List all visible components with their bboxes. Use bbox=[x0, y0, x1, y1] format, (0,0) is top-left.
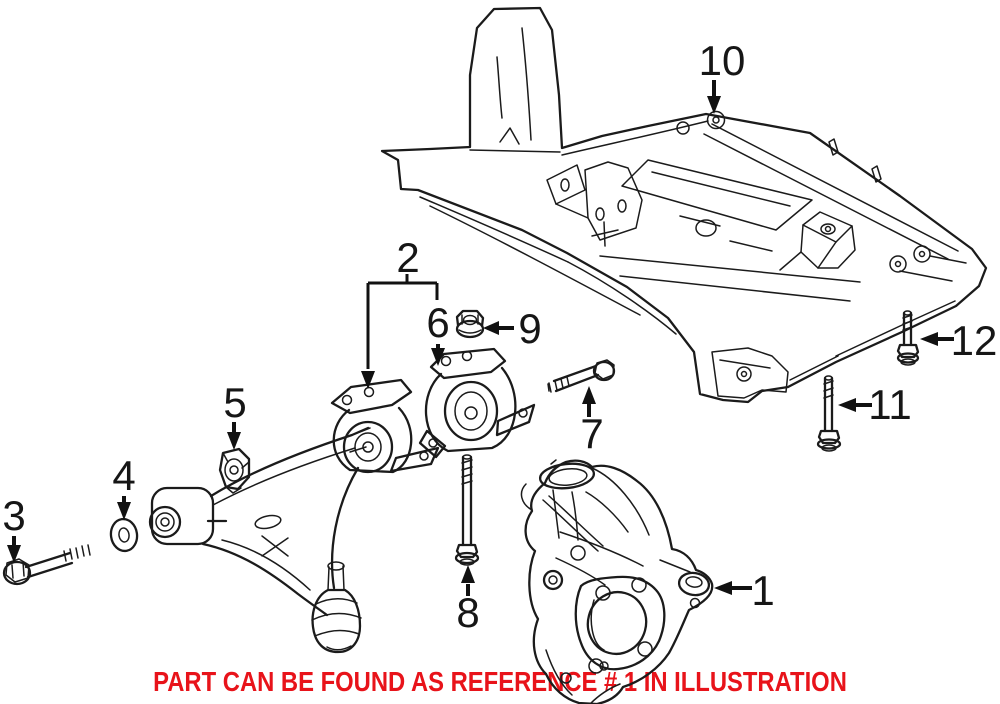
ball-joint bbox=[311, 561, 362, 654]
callout-7-label: 7 bbox=[580, 410, 603, 457]
hub-flange bbox=[574, 575, 666, 674]
callout-12: 12 bbox=[920, 317, 997, 364]
callout-4-label: 4 bbox=[112, 452, 135, 499]
reference-notice: PART CAN BE FOUND AS REFERENCE # 1 IN IL… bbox=[153, 666, 847, 697]
callout-10: 10 bbox=[699, 37, 746, 114]
callout-5: 5 bbox=[223, 379, 247, 450]
callout-1: 1 bbox=[714, 567, 775, 614]
callout-1-label: 1 bbox=[751, 567, 774, 614]
rear-bushing-bracket bbox=[330, 378, 440, 474]
callout-3-label: 3 bbox=[2, 492, 25, 539]
washer-4 bbox=[109, 517, 139, 553]
flange-nut-9 bbox=[455, 309, 485, 339]
bushing-bracket-6 bbox=[418, 347, 536, 459]
callout-2: 2 bbox=[361, 234, 439, 389]
callout-4: 4 bbox=[112, 452, 136, 520]
callout-7: 7 bbox=[580, 386, 604, 457]
subframe-lower-mount bbox=[711, 347, 789, 399]
nut-5 bbox=[218, 447, 251, 494]
callout-9: 9 bbox=[483, 305, 542, 352]
callout-11-label: 11 bbox=[868, 381, 912, 428]
callout-2-label: 2 bbox=[396, 234, 419, 281]
callout-3: 3 bbox=[2, 492, 26, 563]
subframe-mount-block bbox=[779, 211, 856, 271]
bolt-7 bbox=[547, 359, 616, 393]
bolt-12 bbox=[896, 310, 920, 366]
tie-rod-eye bbox=[677, 571, 711, 609]
bolt-3 bbox=[2, 544, 91, 586]
callout-5-label: 5 bbox=[223, 379, 246, 426]
callout-10-label: 10 bbox=[699, 37, 746, 84]
callout-12-label: 12 bbox=[951, 317, 998, 364]
callout-8: 8 bbox=[456, 565, 480, 636]
callout-11: 11 bbox=[838, 381, 912, 428]
steering-knuckle bbox=[520, 459, 714, 704]
bolt-8 bbox=[454, 454, 480, 566]
callout-9-label: 9 bbox=[518, 305, 541, 352]
callout-8-label: 8 bbox=[456, 589, 479, 636]
bolt-11 bbox=[816, 375, 842, 452]
subframe-middle-brackets bbox=[546, 161, 643, 247]
callout-6-label: 6 bbox=[426, 299, 449, 346]
subframe-crossmember bbox=[380, 6, 988, 404]
control-arm bbox=[148, 426, 371, 654]
front-bushing bbox=[148, 486, 215, 546]
callout-2-bracket bbox=[366, 274, 439, 369]
callout-6: 6 bbox=[426, 299, 450, 366]
